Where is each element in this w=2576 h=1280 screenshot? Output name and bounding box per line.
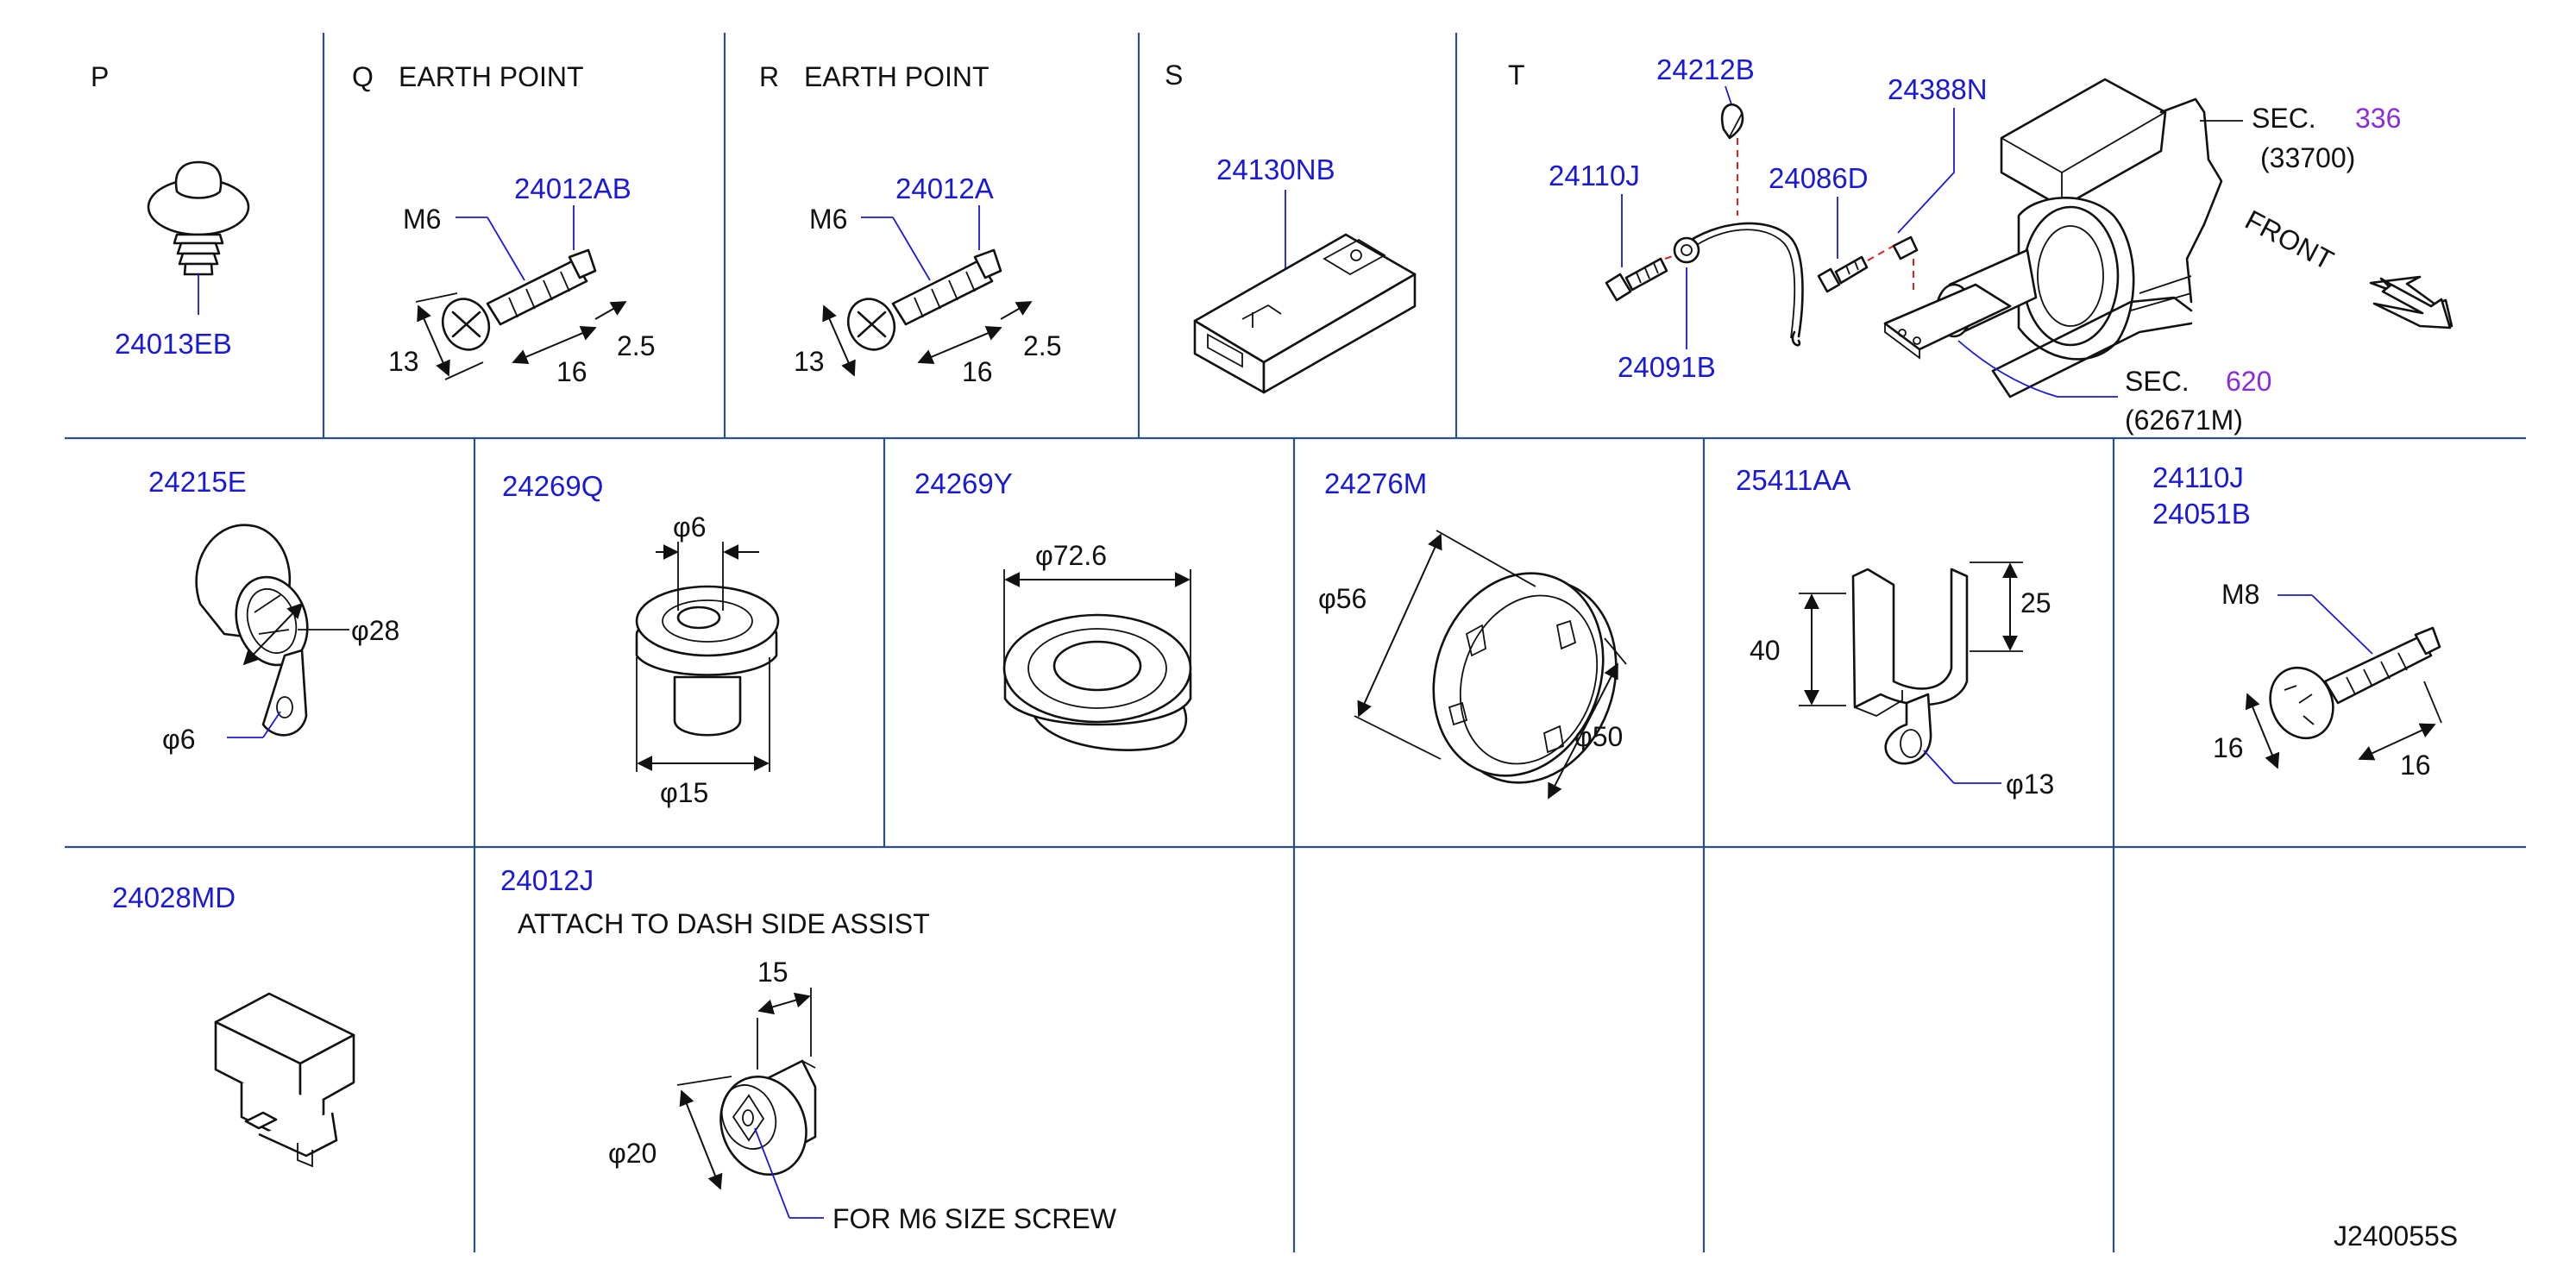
dimension-m6: M6 [809,204,847,235]
part-number-label: 24269Q [502,470,603,502]
dimension-phi56: φ56 [1318,583,1367,614]
cell-24110J-24051B: 24110J 24051B M8 16 16 [2152,461,2442,781]
dimension-16: 16 [556,356,587,387]
screw-grommet-drawing [719,1059,817,1176]
grommet-drawing [635,585,780,737]
dimension-phi13: φ13 [2006,769,2054,800]
front-label: FRONT [2240,204,2339,276]
cell-24269Y: 24269Y φ72.6 [914,467,1192,751]
part-number-label: 24086D [1769,162,1869,194]
part-number-label: 24215E [148,466,247,498]
part-number-label: 24130NB [1216,154,1335,185]
part-number-label: 24012A [895,173,994,204]
section-t: T 24212B 24388N 24110J 24086D 24091B [1508,53,2453,436]
cell-24028MD: 24028MD [112,882,355,1168]
section-q-letter: Q [352,61,374,92]
front-arrow-outline-icon [2372,283,2452,329]
dimension-13: 13 [388,346,419,377]
part-number-label: 24276M [1324,467,1427,499]
sec-620-number[interactable]: 620 [2226,366,2271,397]
earth-bolt-drawing [441,248,597,351]
connector-block-drawing [1193,233,1417,394]
part-number-label: 24110J [1549,160,1640,191]
dimension-phi20: φ20 [608,1138,657,1169]
cell-24269Q: 24269Q φ6 φ15 [502,470,780,808]
section-r: R EARTH POINT M6 24012A 13 16 2.5 [759,61,1061,387]
cell-24215E: 24215E φ28 φ6 [148,466,399,755]
part-number-label: 24091B [1618,351,1716,383]
dimension-16: 16 [962,356,993,387]
flange-bolt-drawing [2269,626,2441,740]
cell-24012J: 24012J ATTACH TO DASH SIDE ASSIST 15 φ20… [500,864,1117,1234]
dimension-phi15: φ15 [660,777,708,808]
part-number-label: 24269Y [914,467,1013,499]
part-number-label: 24012AB [514,173,631,204]
dimension-2-5: 2.5 [617,330,655,361]
drawing-code: J240055S [2334,1220,2458,1252]
dimension-phi72-6: φ72.6 [1035,540,1107,571]
harness-drawing [1605,103,1919,347]
sec-620-label: SEC. [2125,366,2190,397]
section-p-letter: P [91,61,109,92]
section-s-letter: S [1165,60,1183,91]
section-q-title: EARTH POINT [399,61,584,92]
dimension-16: 16 [2213,732,2244,763]
cell-24276M: 24276M φ56 φ50 [1318,467,1627,800]
dimension-phi28: φ28 [351,615,399,646]
dimension-m8: M8 [2221,579,2259,610]
section-r-letter: R [759,61,779,92]
earth-bolt-drawing [846,248,1002,351]
dimension-phi50: φ50 [1574,721,1623,752]
dimension-2-5: 2.5 [1023,330,1061,361]
sec-620-sub: (62671M) [2125,405,2243,436]
dimension-25: 25 [2020,587,2051,618]
attach-note: ATTACH TO DASH SIDE ASSIST [518,908,930,939]
dimension-15: 15 [757,957,789,988]
section-p: P 24013EB [91,61,250,360]
dimension-m6: M6 [403,204,441,235]
part-number-label: 24110J [2152,461,2244,493]
cell-25411AA: 25411AA 40 25 φ13 [1736,464,2054,800]
sec-336-sub: (33700) [2260,142,2355,173]
dimension-40: 40 [1750,635,1781,666]
dimension-phi6: φ6 [673,511,707,543]
dimension-13: 13 [794,346,825,377]
sec-336-label: SEC. [2252,103,2316,134]
relay-block-drawing [214,992,355,1168]
part-number-label: 24028MD [112,882,236,913]
part-number-label: 24212B [1656,53,1755,85]
section-r-title: EARTH POINT [804,61,990,92]
transmission-body-drawing [1883,78,2223,398]
sec-336-number[interactable]: 336 [2355,103,2401,134]
front-arrow-icon [2369,275,2453,328]
grid-lines [65,33,2526,1252]
section-t-letter: T [1508,60,1525,91]
dimension-16: 16 [2400,750,2431,781]
section-s: S 24130NB [1165,60,1417,394]
part-number-label: 24051B [2152,498,2251,530]
bracket-drawing [1851,568,1969,765]
part-number-label: 24388N [1888,73,1988,105]
section-q: Q EARTH POINT M6 24012AB 13 16 2.5 [352,61,655,387]
plastic-clip-drawing [147,160,250,276]
part-number-label: 24013EB [115,328,232,360]
ring-drawing [1432,572,1618,784]
part-number-label: 25411AA [1736,464,1850,496]
part-number-label: 24012J [500,864,594,896]
screw-size-note: FOR M6 SIZE SCREW [832,1203,1117,1234]
large-grommet-drawing [1002,613,1192,751]
dimension-phi6: φ6 [162,724,196,755]
